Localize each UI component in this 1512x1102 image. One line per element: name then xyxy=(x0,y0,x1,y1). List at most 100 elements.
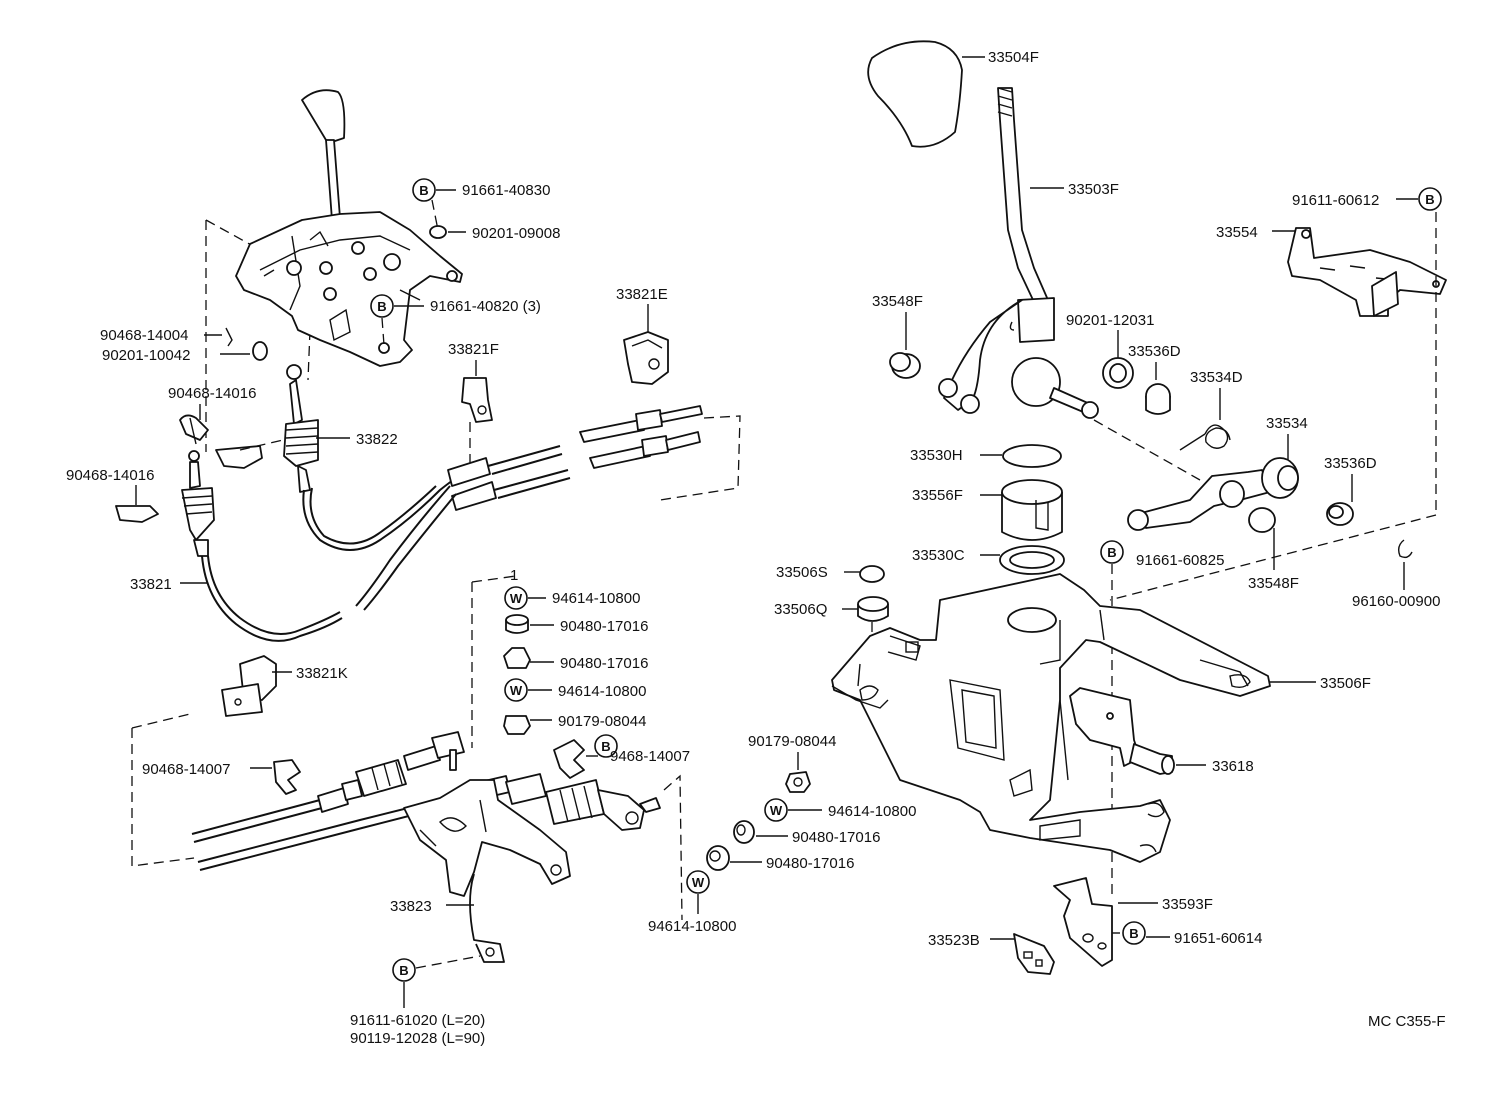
label-96160-00900: 96160-00900 xyxy=(1352,593,1440,610)
label-33506S: 33506S xyxy=(776,564,828,581)
label-33556F: 33556F xyxy=(912,487,963,504)
bolt-symbol-icon xyxy=(1100,540,1124,564)
washer-90201-09008 xyxy=(429,225,447,239)
label-33548F-top: 33548F xyxy=(872,293,923,310)
bolt-symbol-icon xyxy=(392,958,416,982)
bolt-symbol-icon xyxy=(594,734,618,758)
clamp-33821K xyxy=(221,655,277,717)
label-33821: 33821 xyxy=(130,576,172,593)
label-90480-17016-b: 90480-17016 xyxy=(560,655,648,672)
shift-mechanism-assembly xyxy=(235,89,463,367)
clamp-33821E xyxy=(623,331,669,385)
bracket-33823 xyxy=(403,779,571,963)
label-33534D: 33534D xyxy=(1190,369,1243,386)
label-33536D-right: 33536D xyxy=(1324,455,1377,472)
label-90480-17016-a: 90480-17016 xyxy=(560,618,648,635)
label-33530C: 33530C xyxy=(912,547,965,564)
label-33506F: 33506F xyxy=(1320,675,1371,692)
label-90468-14016-b: 90468-14016 xyxy=(66,467,154,484)
label-33523B: 33523B xyxy=(928,932,980,949)
label-33530H: 33530H xyxy=(910,447,963,464)
washer-symbol-icon xyxy=(504,586,528,610)
ring-33530H xyxy=(1002,444,1062,468)
label-90468-14016-a: 90468-14016 xyxy=(168,385,256,402)
label-90201-12031: 90201-12031 xyxy=(1066,312,1154,329)
cable-33822 xyxy=(283,364,471,551)
shift-knob xyxy=(867,40,963,148)
bolt-symbol-label: B xyxy=(601,739,610,754)
spring-33534D xyxy=(1179,424,1231,451)
washer-symbol-label: W xyxy=(510,683,523,698)
label-94614-10800-a: 94614-10800 xyxy=(552,590,640,607)
label-90468-14007-left: 90468-14007 xyxy=(142,761,230,778)
bushing-33536D-right xyxy=(1326,502,1354,526)
label-33536D-top: 33536D xyxy=(1128,343,1181,360)
clip-90468-14007-right xyxy=(553,739,585,779)
label-91611-61020: 91611-61020 (L=20) xyxy=(350,1012,485,1029)
grommet-33506Q xyxy=(857,596,889,622)
shift-arm-33534 xyxy=(1127,457,1299,533)
label-91661-40830: 91661-40830 xyxy=(462,182,550,199)
guide-33556F xyxy=(1001,479,1063,541)
label-91611-60612: 91611-60612 xyxy=(1292,192,1379,209)
label-90179-08044-a: 90179-08044 xyxy=(558,713,646,730)
washer-symbol-icon xyxy=(504,678,528,702)
label-90201-09008: 90201-09008 xyxy=(472,225,560,242)
label-1: 1 xyxy=(510,567,518,584)
label-33593F: 33593F xyxy=(1162,896,1213,913)
seal-33530C xyxy=(999,545,1065,575)
bracket-33554 xyxy=(1287,227,1447,317)
bushing-90480-17016-b xyxy=(503,647,531,669)
label-33823: 33823 xyxy=(390,898,432,915)
label-94614-10800-mid: 94614-10800 xyxy=(828,803,916,820)
bushing-90480-17016-mid2 xyxy=(706,845,730,871)
washer-90201-10042 xyxy=(252,341,268,361)
clamp-33821F xyxy=(461,377,493,423)
plate-33523B xyxy=(1013,933,1055,975)
bolt-symbol-label: B xyxy=(377,299,386,314)
bolt-symbol-label: B xyxy=(399,963,408,978)
bolt-symbol-label: B xyxy=(1129,926,1138,941)
label-90179-08044-mid: 90179-08044 xyxy=(748,733,836,750)
grommet-33506S xyxy=(859,565,885,583)
bushing-90480-17016-mid1 xyxy=(733,820,755,844)
bracket-33593F xyxy=(1053,877,1113,967)
cable-33821 xyxy=(181,450,343,642)
label-33504F: 33504F xyxy=(988,49,1039,66)
label-90201-10042: 90201-10042 xyxy=(102,347,190,364)
label-33503F: 33503F xyxy=(1068,181,1119,198)
clip-90468-14016-b xyxy=(115,505,159,523)
washer-symbol-label: W xyxy=(770,803,783,818)
washer-symbol-label: W xyxy=(510,591,523,606)
bolt-symbol-icon xyxy=(1418,187,1442,211)
label-94614-10800-low: 94614-10800 xyxy=(648,918,736,935)
label-33821K: 33821K xyxy=(296,665,348,682)
clip-96160-00900 xyxy=(1397,539,1413,559)
clip-retainer-a xyxy=(215,445,263,469)
label-91661-40820: 91661-40820 (3) xyxy=(430,298,541,315)
label-90468-14007-right: 9468-14007 xyxy=(610,748,690,765)
cable-end-rod-a xyxy=(579,405,703,443)
bolt-symbol-icon xyxy=(370,294,394,318)
label-94614-10800-b: 94614-10800 xyxy=(558,683,646,700)
label-91661-60825: 91661-60825 xyxy=(1136,552,1224,569)
bolt-symbol-label: B xyxy=(1425,192,1434,207)
bushing-33548F-top xyxy=(889,352,921,379)
cable-end-rod-b xyxy=(589,431,701,469)
clip-90468-14016-a xyxy=(179,414,209,445)
diagram-code: MC C355-F xyxy=(1368,1013,1446,1030)
nut-90179-08044-mid xyxy=(785,771,811,793)
bushing-33536D-top xyxy=(1145,383,1171,415)
washer-symbol-icon xyxy=(764,798,788,822)
bolt-symbol-icon xyxy=(412,178,436,202)
label-33821E: 33821E xyxy=(616,286,668,303)
shift-lever xyxy=(938,87,1099,419)
pin-bracket-33618 xyxy=(1069,687,1175,775)
nut-90179-08044-a xyxy=(503,715,531,735)
label-33822: 33822 xyxy=(356,431,398,448)
label-90480-17016-mid2: 90480-17016 xyxy=(766,855,854,872)
label-90468-14004: 90468-14004 xyxy=(100,327,188,344)
housing-33506F xyxy=(831,573,1271,863)
washer-90201-12031 xyxy=(1102,357,1134,389)
